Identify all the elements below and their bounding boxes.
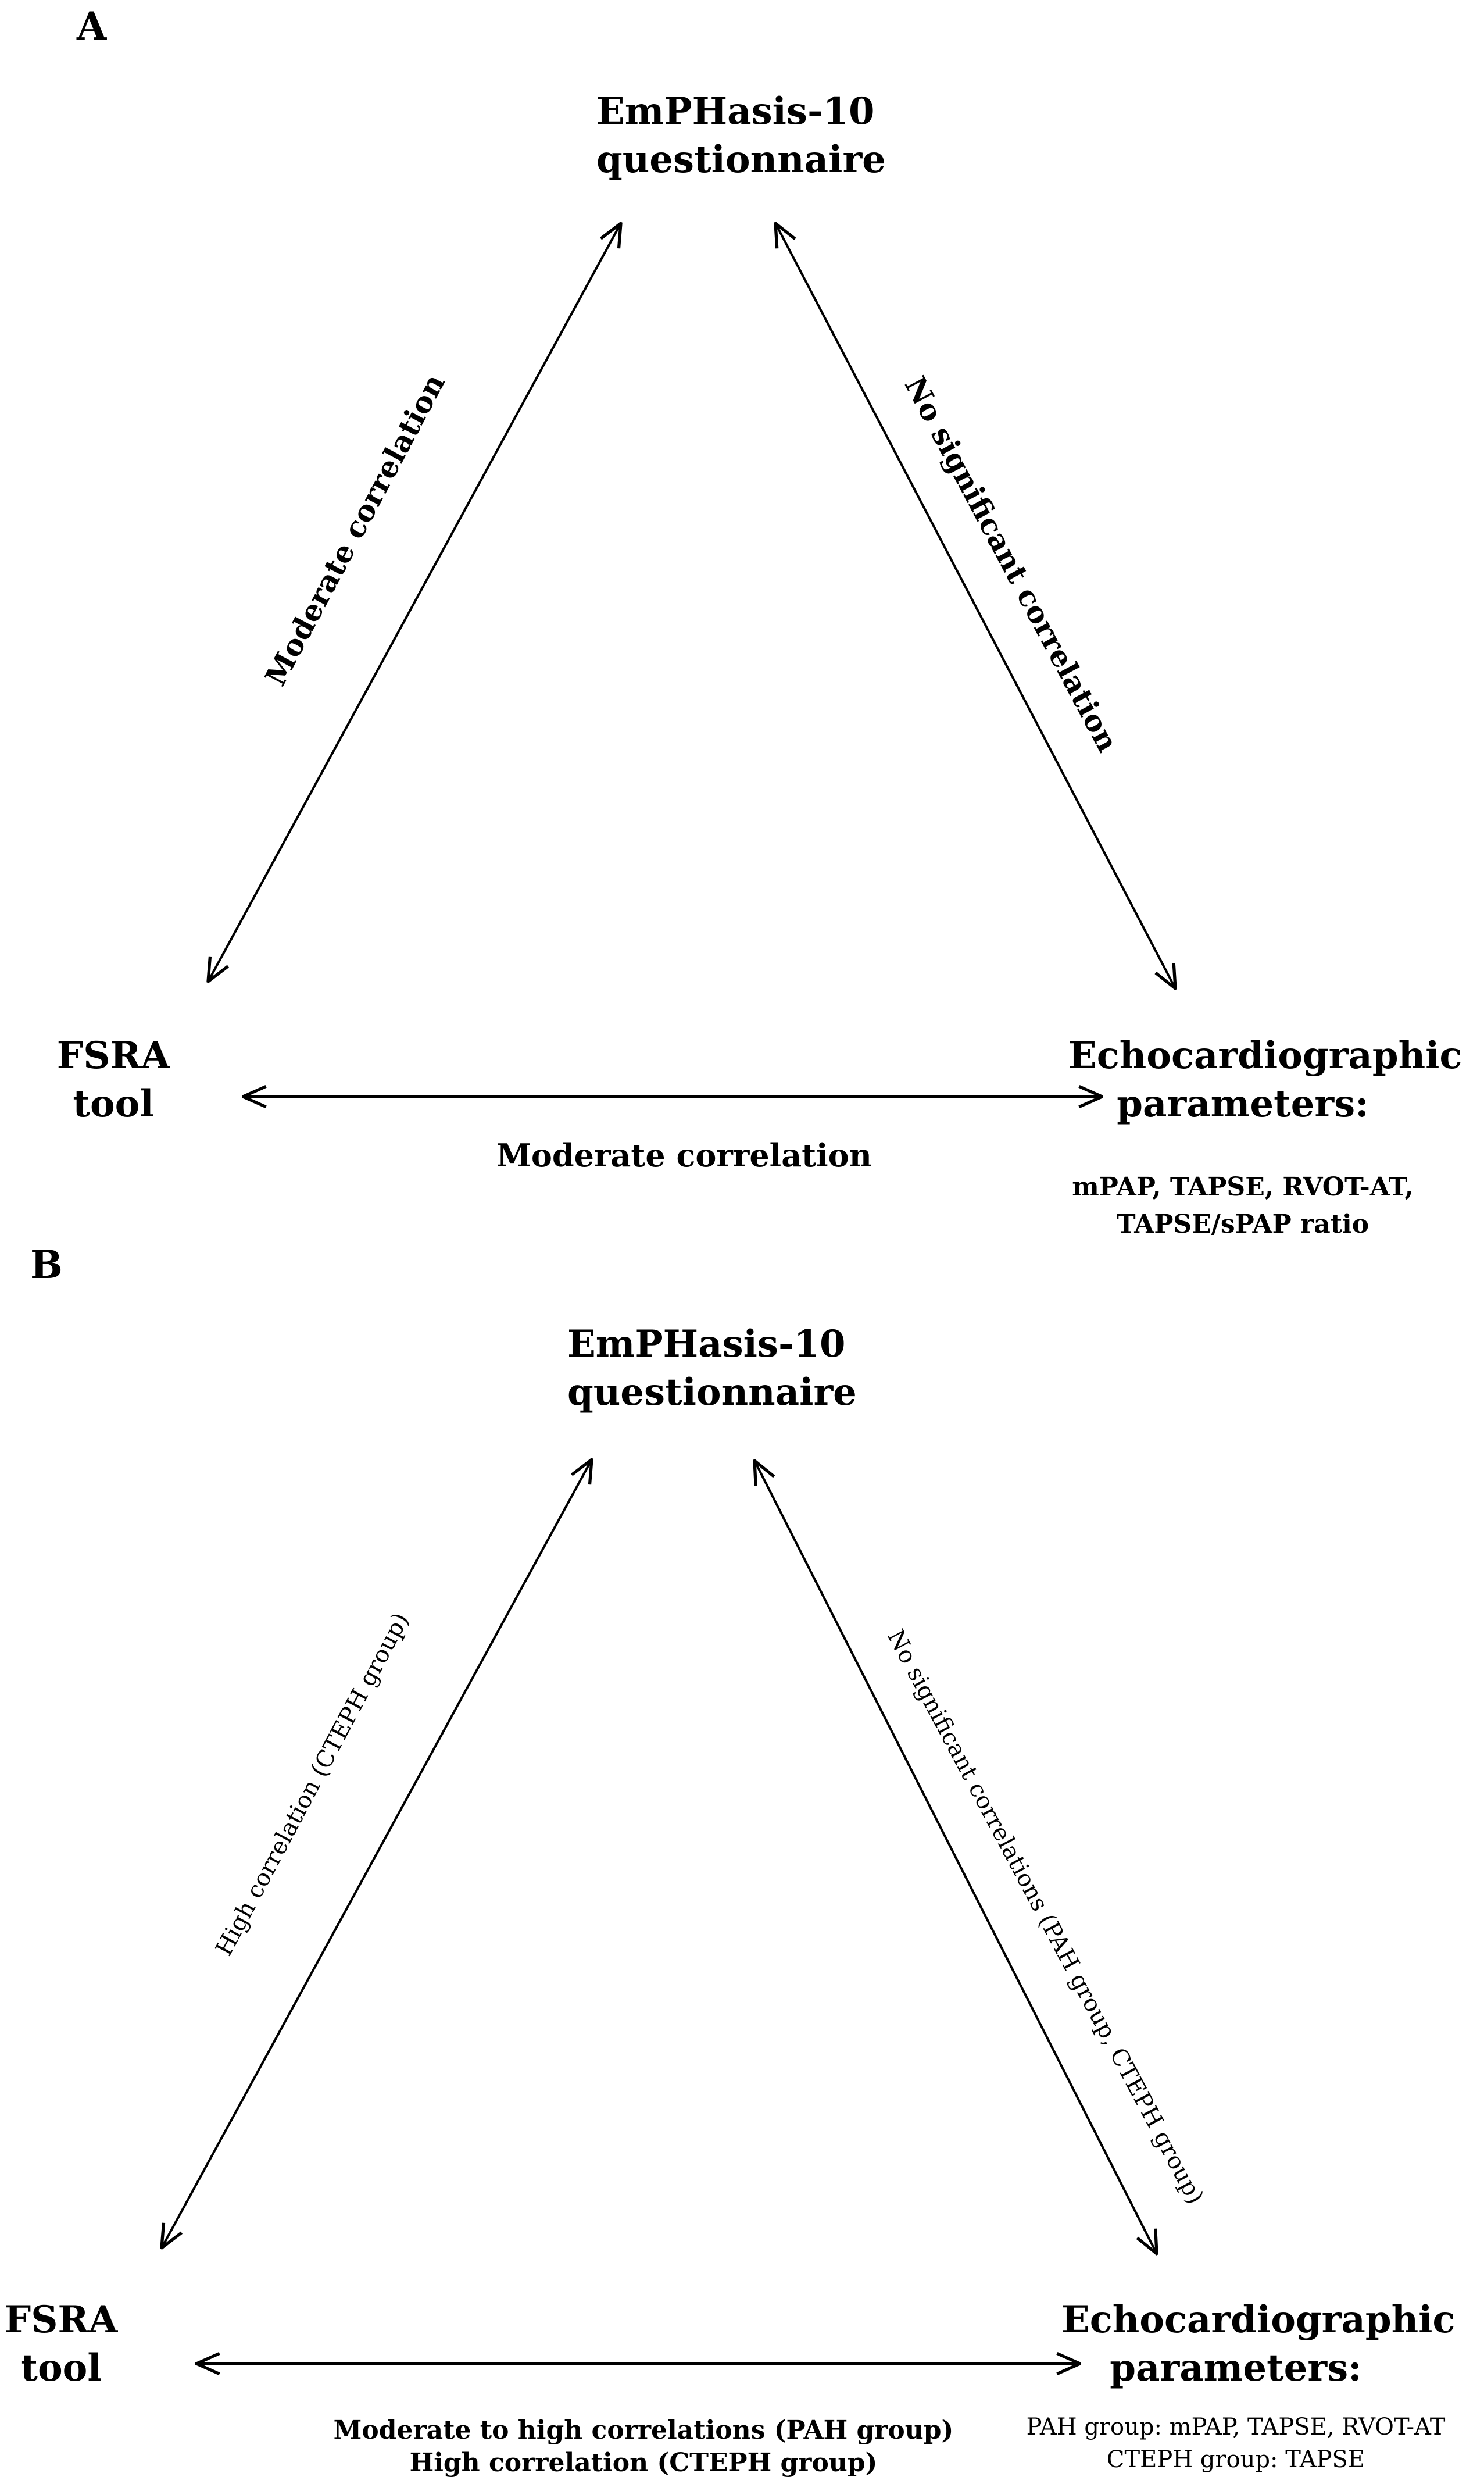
edge-b-bottom-label: Moderate to high correlations (PAH group…	[324, 2414, 963, 2479]
panel-b-arrows	[0, 1244, 1484, 2491]
panel-b: B EmPHasis-10 questionnaire FSRA tool Ec…	[0, 1244, 1484, 2491]
edge-b-bottom-line1: Moderate to high correlations (PAH group…	[333, 2415, 954, 2445]
node-b-right-sub2: CTEPH group: TAPSE	[1106, 2446, 1365, 2473]
node-a-left-line1: FSRA	[56, 1034, 170, 1077]
node-b-emphasis-questionnaire: EmPHasis-10 questionnaire	[567, 1320, 857, 1416]
node-a-top-line1: EmPHasis-10	[596, 90, 875, 133]
node-b-right-line1: Echocardiographic	[1061, 2298, 1456, 2342]
panel-b-letter: B	[30, 1242, 63, 1287]
edge-a-right-arrow	[775, 223, 1175, 988]
node-a-fsra-tool: FSRA tool	[52, 1032, 174, 1128]
node-b-fsra-tool: FSRA tool	[0, 2296, 122, 2392]
edge-a-left-arrow	[208, 223, 621, 982]
node-b-left-line1: FSRA	[4, 2298, 118, 2342]
panel-a-letter: A	[77, 3, 107, 49]
node-b-echocardiographic-parameters: Echocardiographic parameters:	[1061, 2296, 1456, 2392]
edge-b-bottom-line2: High correlation (CTEPH group)	[409, 2448, 878, 2478]
panel-a-arrows	[0, 0, 1484, 1244]
node-a-echo-parameter-list: mPAP, TAPSE, RVOT-AT, TAPSE/sPAP ratio	[1039, 1169, 1446, 1243]
node-a-right-sub2: TAPSE/sPAP ratio	[1116, 1209, 1369, 1239]
node-a-echocardiographic-parameters: Echocardiographic parameters:	[1068, 1032, 1462, 1128]
node-a-right-line1: Echocardiographic	[1068, 1034, 1462, 1077]
node-b-top-line1: EmPHasis-10	[567, 1322, 846, 1366]
node-a-right-line2: parameters:	[1117, 1082, 1369, 1126]
node-a-top-line2: questionnaire	[596, 138, 886, 182]
node-a-emphasis-questionnaire: EmPHasis-10 questionnaire	[596, 87, 886, 184]
node-b-right-sub1: PAH group: mPAP, TAPSE, RVOT-AT	[1026, 2414, 1446, 2440]
panel-a: A EmPHasis-10 questionnaire FSRA tool Ec…	[0, 0, 1484, 1244]
node-b-echo-parameter-list: PAH group: mPAP, TAPSE, RVOT-AT CTEPH gr…	[1003, 2411, 1468, 2476]
edge-b-right-arrow	[754, 1461, 1157, 2254]
node-b-top-line2: questionnaire	[567, 1371, 857, 1415]
node-a-left-line2: tool	[73, 1082, 154, 1126]
node-b-left-line2: tool	[20, 2346, 102, 2390]
edge-b-left-arrow	[162, 1459, 592, 2248]
node-b-right-line2: parameters:	[1110, 2346, 1362, 2390]
node-a-right-sub1: mPAP, TAPSE, RVOT-AT,	[1072, 1172, 1414, 1202]
edge-a-bottom-label: Moderate correlation	[496, 1137, 872, 1174]
